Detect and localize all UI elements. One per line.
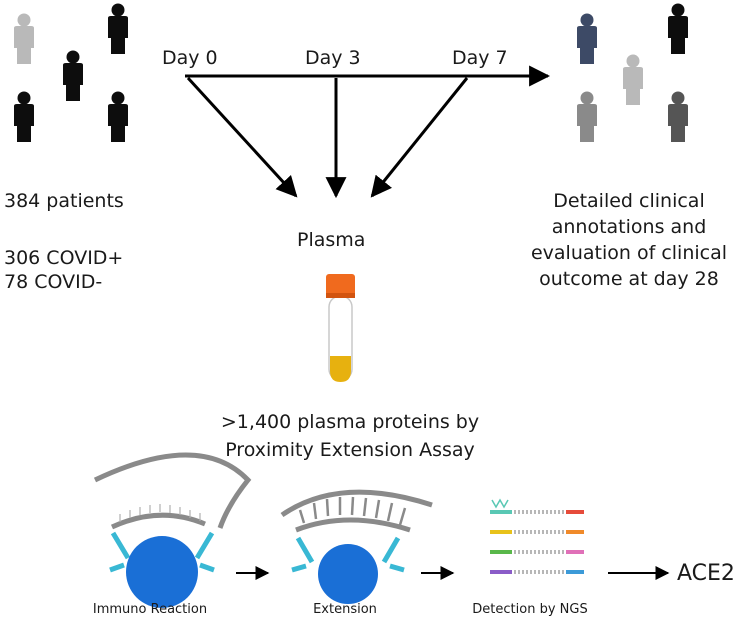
- assay-text-line: >1,400 plasma proteins by: [220, 411, 480, 433]
- outcome-text-line: Detailed clinical: [553, 190, 705, 212]
- outcome-text-line: annotations and: [551, 216, 707, 238]
- timepoint-label: Day 3: [305, 47, 361, 69]
- day7-sample-arrow: [370, 77, 469, 198]
- result-label: ACE2: [677, 561, 735, 586]
- bead-icon: [318, 544, 378, 604]
- patient-cohort-icons: [14, 3, 128, 142]
- immuno-reaction-illustration: [93, 452, 252, 608]
- outcome-cohort-icons: [577, 3, 688, 142]
- covid-positive-count: 306 COVID+: [4, 247, 124, 269]
- person-icon: [14, 13, 34, 64]
- person-icon: [577, 91, 597, 142]
- outcome-text-line: evaluation of clinical: [530, 242, 728, 264]
- person-icon: [623, 54, 643, 105]
- assay-text-line: Proximity Extension Assay: [225, 439, 475, 461]
- timepoint-label: Day 7: [452, 47, 508, 69]
- step-label: Immuno Reaction: [92, 602, 208, 617]
- ngs-reads-illustration: [490, 498, 584, 574]
- step-label: Extension: [313, 602, 377, 617]
- covid-negative-count: 78 COVID-: [4, 271, 103, 293]
- person-icon: [108, 91, 128, 142]
- person-icon: [577, 13, 597, 64]
- plasma-label: Plasma: [297, 229, 366, 251]
- extension-illustration: [280, 489, 433, 604]
- person-icon: [668, 3, 688, 54]
- timepoint-label: Day 0: [162, 47, 218, 69]
- person-icon: [14, 91, 34, 142]
- step-label: Detection by NGS: [472, 602, 588, 617]
- person-icon: [108, 3, 128, 54]
- bead-icon: [126, 536, 198, 608]
- day0-sample-arrow: [186, 76, 298, 198]
- plasma-tube: [326, 274, 355, 382]
- outcome-text-line: outcome at day 28: [539, 268, 719, 290]
- patients-count: 384 patients: [4, 190, 124, 212]
- person-icon: [63, 50, 83, 101]
- tube-cap: [326, 274, 355, 298]
- person-icon: [668, 91, 688, 142]
